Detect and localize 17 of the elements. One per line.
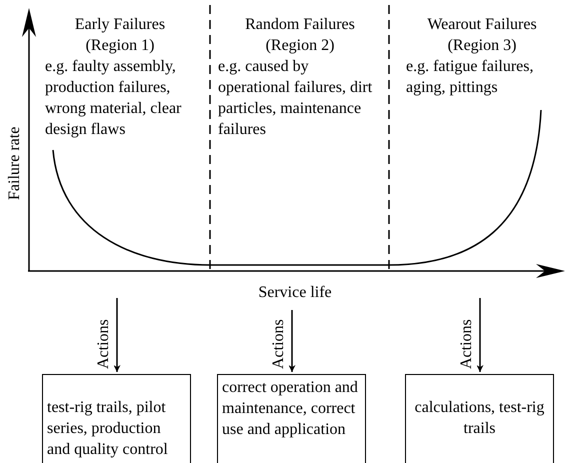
action-text: test-rig trails, pilot series, production and quality control xyxy=(47,398,169,460)
action-box xyxy=(42,374,191,463)
action-box xyxy=(217,374,366,463)
arrow xyxy=(114,298,120,372)
axis-label: Failure rate xyxy=(5,126,24,200)
action-box xyxy=(405,374,554,463)
action-text: calculations, test-rig trails xyxy=(414,398,546,439)
arrow xyxy=(288,310,296,372)
region-description: e.g. fatigue failures, aging, pittings xyxy=(406,57,534,98)
region-description: e.g. caused by operational failures, dirt particles, maintenance failures xyxy=(218,57,374,140)
region-heading: Early Failures (Region 1) xyxy=(74,15,166,56)
region-heading: Random Failures (Region 2) xyxy=(244,15,356,56)
region-description: e.g. faulty assembly, production failures, wrong material, clear design flaws xyxy=(45,57,182,140)
axis-label: Service life xyxy=(257,283,333,303)
region-heading: Wearout Failures (Region 3) xyxy=(426,15,538,56)
arrow xyxy=(476,298,484,372)
action-text: correct operation and maintenance, correct use and application xyxy=(222,378,359,440)
